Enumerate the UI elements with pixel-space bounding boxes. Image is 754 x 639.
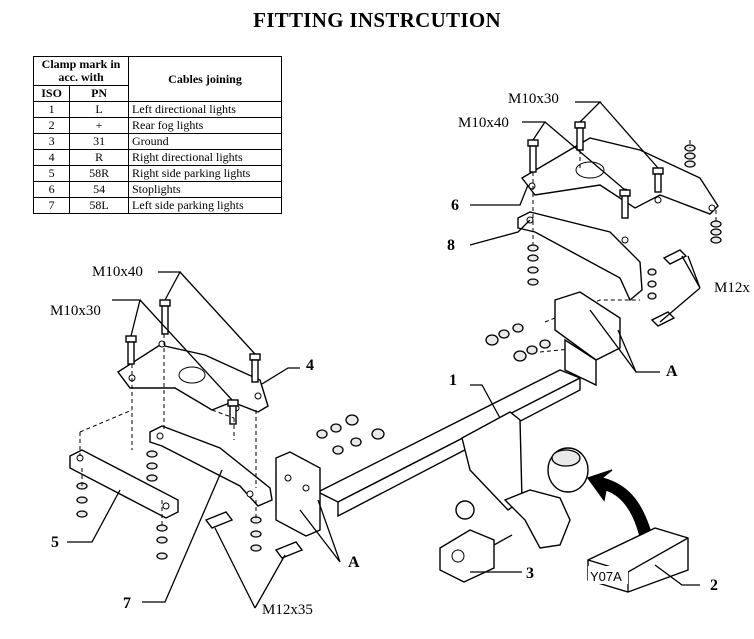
label-m10x40-top: M10x40 bbox=[458, 115, 509, 131]
bolt-m10x30-left bbox=[125, 335, 137, 365]
bolt-m10-left-rear bbox=[227, 353, 261, 425]
page-title: FITTING INSTRCUTION bbox=[253, 8, 501, 32]
label-part-7: 7 bbox=[123, 595, 131, 612]
cell-iso: 5 bbox=[32, 165, 71, 182]
cell-desc: Stoplights bbox=[128, 181, 282, 198]
electrical-socket bbox=[439, 529, 513, 583]
washer-stack-left bbox=[76, 450, 262, 560]
assembly-line bbox=[544, 299, 640, 323]
label-m10x30-left: M10x30 bbox=[50, 303, 101, 319]
bracket-plate-8 bbox=[517, 211, 643, 302]
cell-desc: Right directional lights bbox=[128, 149, 282, 166]
label-m10x30-top: M10x30 bbox=[508, 91, 559, 107]
label-point-a-bottom: A bbox=[348, 554, 360, 571]
label-part-5: 5 bbox=[51, 534, 59, 551]
bolt-m10x30-top-right bbox=[574, 121, 586, 151]
bolt-m10x40-left bbox=[159, 299, 171, 335]
label-point-a-right: A bbox=[666, 363, 678, 380]
box-code-label: Y07A bbox=[590, 569, 622, 584]
table-header-row: Clamp mark in acc. with Cables joining bbox=[33, 56, 282, 102]
label-part-3: 3 bbox=[526, 565, 534, 582]
label-part-8: 8 bbox=[447, 237, 455, 254]
assembly-line bbox=[79, 409, 235, 433]
cell-desc: Right side parking lights bbox=[128, 165, 282, 182]
nut-stack-center bbox=[316, 323, 551, 455]
label-part-6: 6 bbox=[451, 197, 459, 214]
cell-iso: 7 bbox=[32, 197, 71, 214]
cable-connection-table: Clamp mark in acc. with Cables joining I… bbox=[32, 56, 282, 214]
assembly-line bbox=[161, 410, 257, 528]
header-pn: PN bbox=[69, 85, 129, 102]
label-m12x35: M12x35 bbox=[262, 602, 313, 618]
bolt-m12-side-right bbox=[647, 249, 688, 327]
bracket-plate-5 bbox=[69, 449, 179, 519]
bolt-m10x40-top-mid bbox=[619, 189, 631, 219]
label-part-1: 1 bbox=[449, 372, 457, 389]
label-m10x40-left: M10x40 bbox=[92, 264, 143, 280]
bracket-plate-7 bbox=[149, 425, 273, 507]
label-part-2: 2 bbox=[710, 577, 718, 594]
bracket-plate-4 bbox=[116, 340, 269, 413]
cell-desc: Left side parking lights bbox=[128, 197, 282, 214]
bolt-m10x30-top-far bbox=[652, 167, 664, 193]
curved-arrow bbox=[586, 469, 656, 549]
package-box: Y07A bbox=[587, 527, 689, 593]
assembly-line bbox=[79, 334, 165, 486]
cell-pn: 31 bbox=[69, 133, 129, 150]
leader-lines bbox=[67, 101, 701, 609]
bolt-m10x40-top-left bbox=[527, 139, 539, 173]
cell-pn: 54 bbox=[69, 181, 129, 198]
cell-desc: Ground bbox=[128, 133, 282, 150]
label-part-4: 4 bbox=[306, 357, 314, 374]
assembly-line bbox=[689, 140, 717, 224]
tow-bar-crossbeam bbox=[275, 291, 621, 537]
header-clamp-mark: Clamp mark in acc. with bbox=[33, 56, 129, 86]
cell-pn: 58L bbox=[69, 197, 129, 214]
header-cables-joining: Cables joining bbox=[128, 56, 282, 102]
tow-hook-bracket bbox=[455, 411, 589, 549]
bolt-m12x35 bbox=[204, 511, 304, 559]
washer-stack-right bbox=[527, 144, 722, 286]
label-m12-right: M12x bbox=[714, 280, 750, 296]
